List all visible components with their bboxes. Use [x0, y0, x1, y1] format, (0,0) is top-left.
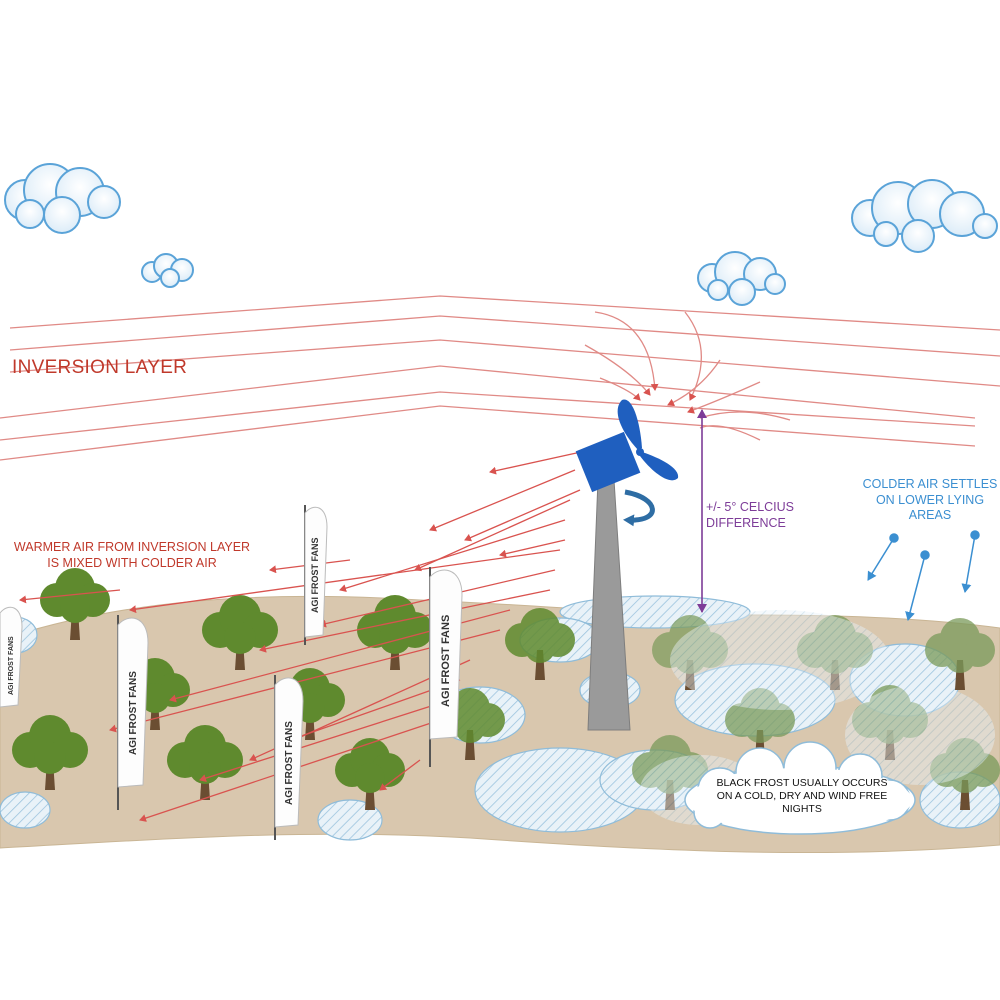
cloud-top-left — [4, 163, 121, 234]
tree — [925, 618, 995, 690]
cloud-mid-right — [697, 251, 786, 306]
frost-fan — [575, 399, 679, 731]
flag-label: AGI FROST FANS — [310, 537, 320, 613]
tree — [12, 715, 88, 790]
cloud-small-left — [141, 253, 194, 288]
flag-label: AGI FROST FANS — [128, 671, 139, 755]
inversion-layer-label: INVERSION LAYER — [12, 357, 188, 378]
inversion-layer-lines — [0, 295, 1000, 461]
flag: AGI FROST FANS — [117, 615, 149, 810]
flag-label: AGI FROST FANS — [8, 636, 15, 695]
flag: AGI FROST FANS — [304, 505, 328, 645]
flag-label: AGI FROST FANS — [440, 615, 452, 707]
tree — [335, 738, 405, 810]
flag: AGI FROST FANS — [429, 567, 463, 767]
flag-label: AGI FROST FANS — [284, 721, 295, 805]
fan-blade-upper — [617, 399, 642, 450]
tree — [202, 595, 278, 670]
flag: AGI FROST FANS — [274, 675, 304, 840]
black-frost-label: BLACK FROST USUALLY OCCURS ON A COLD, DR… — [716, 777, 888, 816]
sky-clouds — [4, 163, 998, 306]
warmer-air-label: WARMER AIR FROM INVERSION LAYER IS MIXED… — [13, 540, 251, 570]
colder-air-label: COLDER AIR SETTLES ON LOWER LYING AREAS — [862, 477, 998, 523]
fan-blade-lower — [640, 452, 679, 481]
tree — [40, 568, 110, 640]
inversion-flow-arrows — [584, 311, 791, 441]
temperature-difference-label: +/- 5° CELCIUS DIFFERENCE — [706, 500, 795, 530]
frost-fan-flags: AGI FROST FANS AGI FROST FANS AGI FROST … — [0, 505, 463, 840]
rotation-arrow — [623, 489, 655, 527]
flag: AGI FROST FANS — [0, 606, 23, 708]
cold-air-arrows — [867, 530, 980, 621]
tree — [505, 608, 575, 680]
cloud-top-right — [851, 179, 998, 253]
fan-motor-housing — [575, 431, 641, 493]
